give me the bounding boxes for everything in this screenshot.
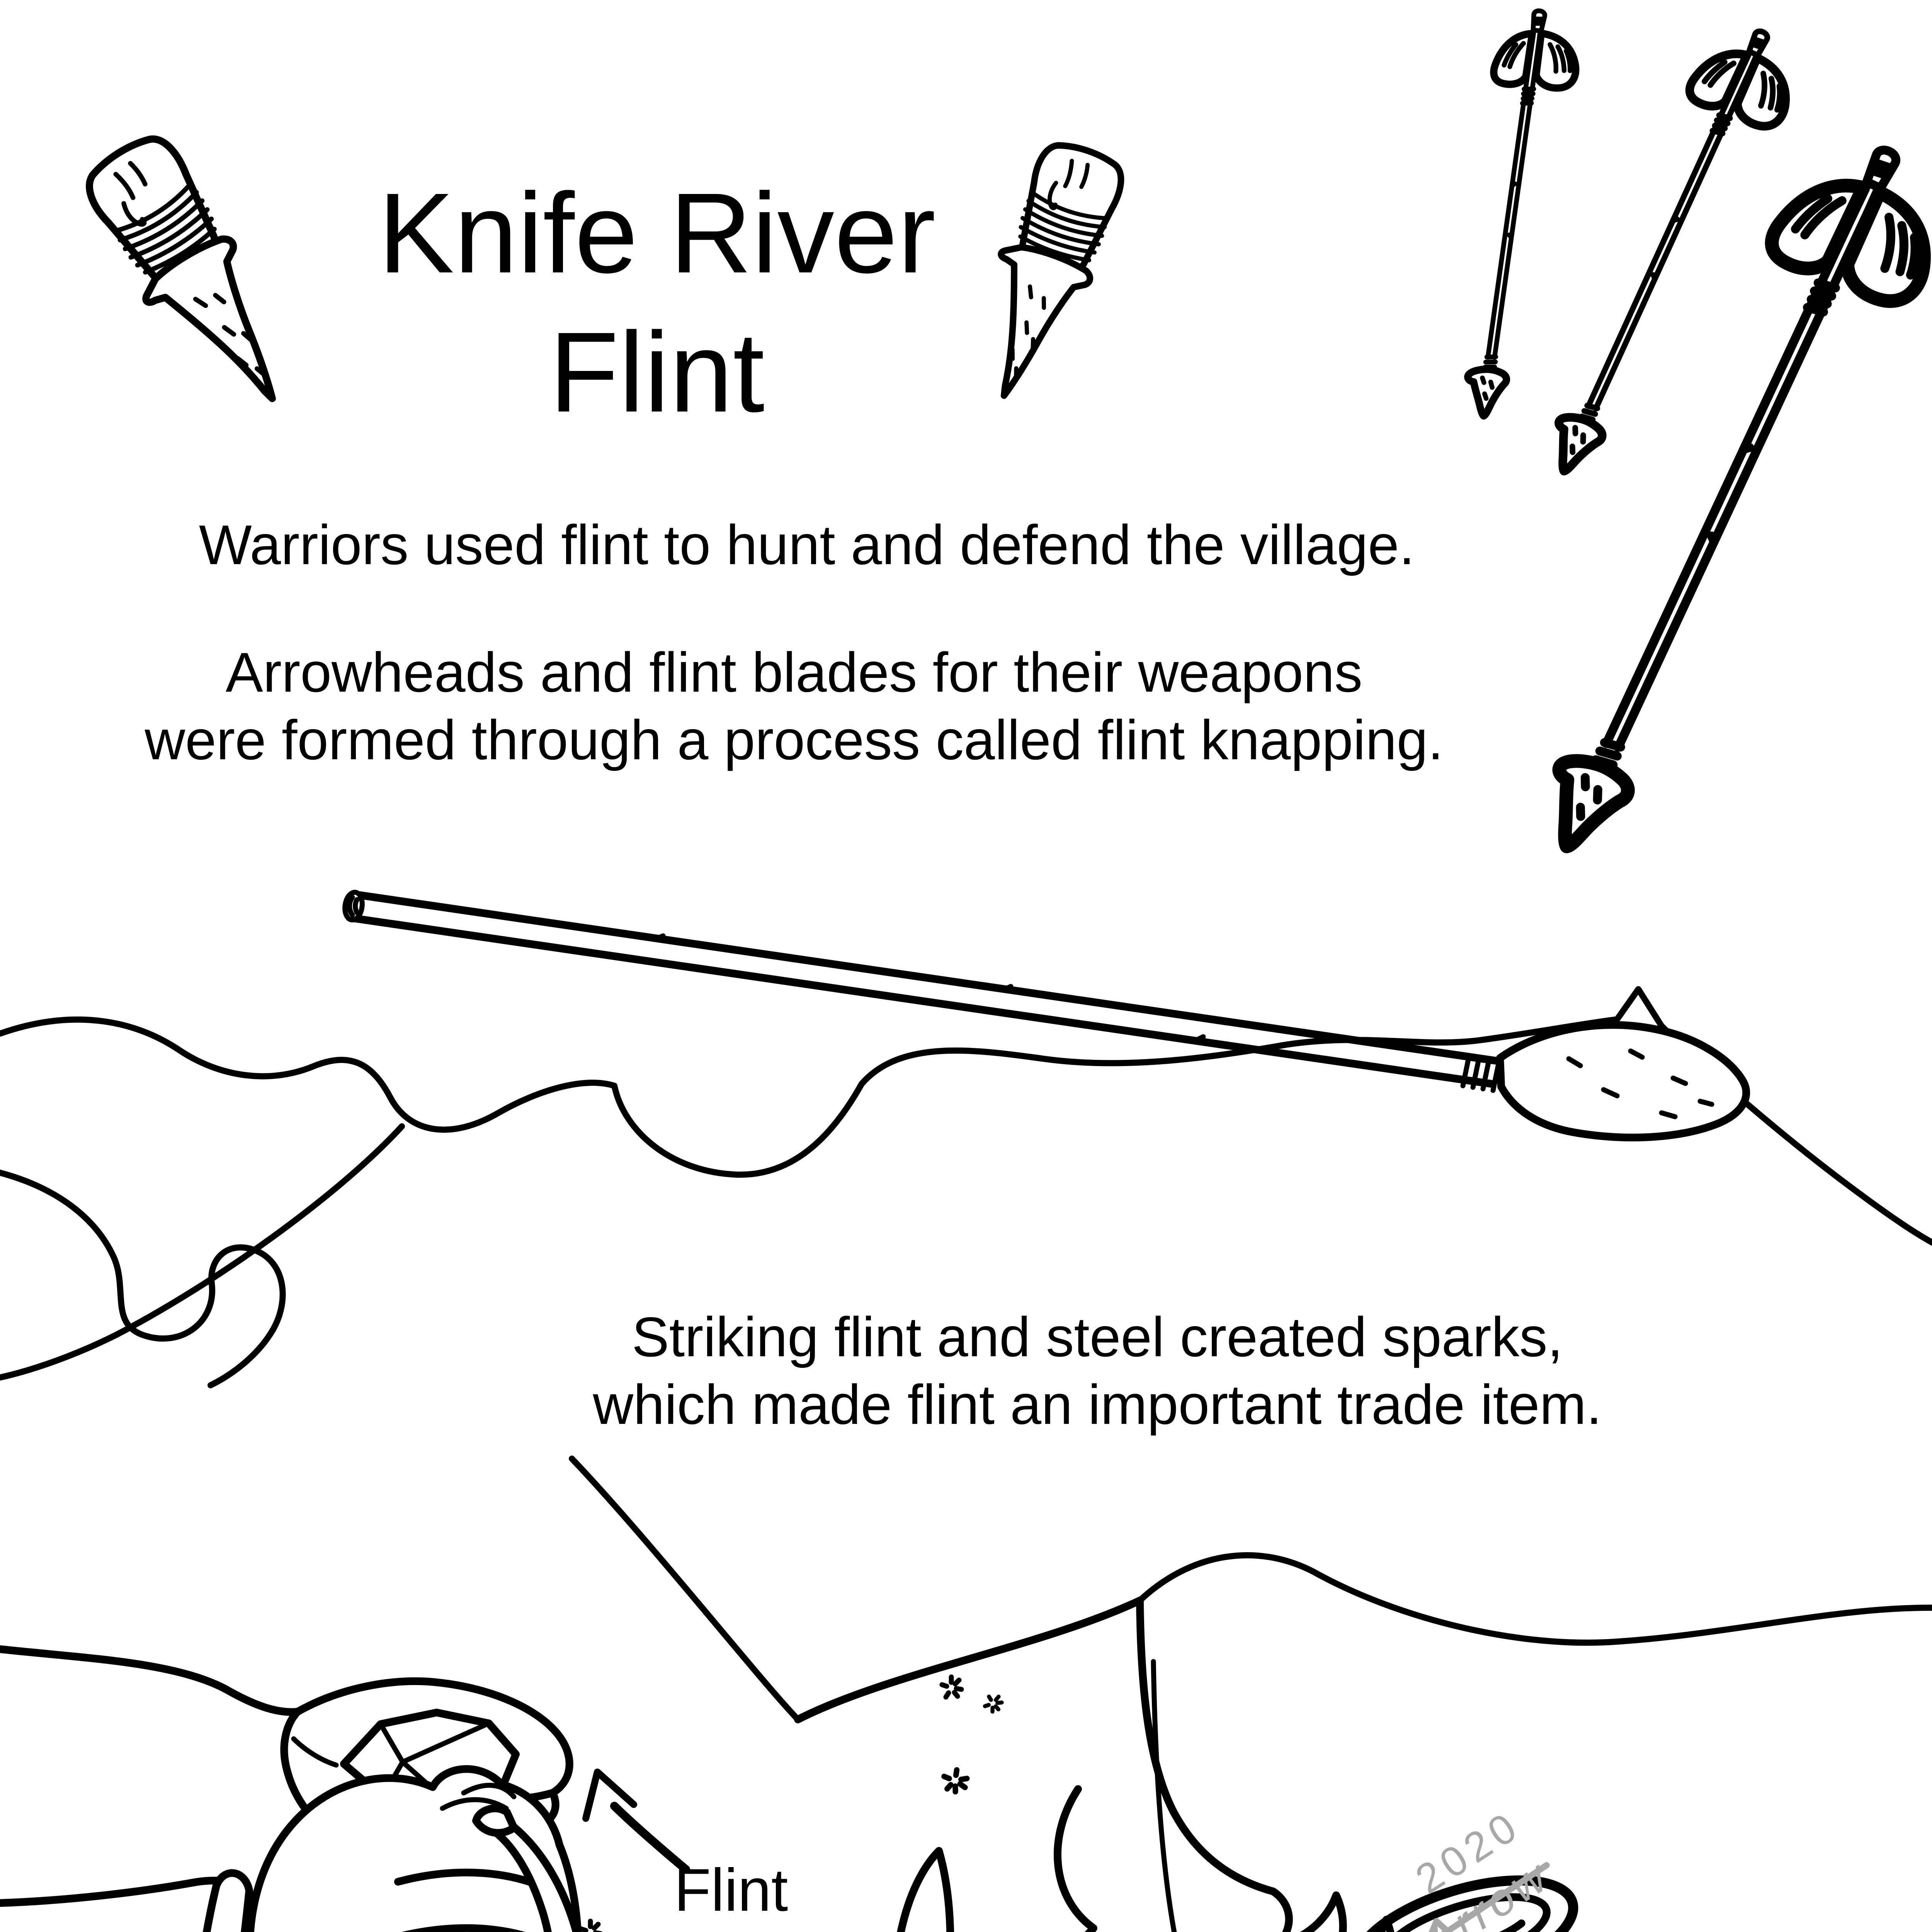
point-texture <box>1659 1110 1678 1119</box>
flame-outline-left <box>794 1597 1144 1723</box>
shaft-nick <box>654 933 666 941</box>
striker-end-cap <box>472 1804 518 1837</box>
spark <box>942 1677 961 1697</box>
spear-shaft-edge <box>346 914 1495 1088</box>
flint-spear <box>342 889 1750 1141</box>
hand-holding-striker <box>246 1765 582 1932</box>
spark <box>943 1769 969 1793</box>
lash-wrap <box>1480 1060 1491 1092</box>
flint-facet <box>400 1721 492 1765</box>
flint-knife-right <box>957 135 1129 410</box>
arrow-head <box>582 1769 637 1822</box>
upper-meander-line <box>0 986 1932 1246</box>
point-texture <box>1697 1099 1714 1107</box>
three-arrows <box>1446 6 1932 881</box>
paragraph-2-line-1: Arrowheads and flint blades for their we… <box>226 641 1362 704</box>
butt-grain <box>353 897 360 915</box>
flint-knife-left <box>72 127 313 428</box>
hill-line-left <box>569 1456 801 1723</box>
point-texture <box>1628 1048 1645 1060</box>
lash-wrap <box>1460 1057 1471 1088</box>
thumb-crease <box>440 1797 509 1811</box>
flint-label: Flint <box>674 1857 788 1924</box>
signature-fletch <box>1424 1918 1451 1932</box>
hill-line-right <box>1137 1552 1932 1646</box>
flame-inner-tongue <box>1054 1785 1097 1932</box>
clay-pot <box>1350 1875 1578 1932</box>
point-texture <box>1601 1087 1620 1099</box>
point-texture <box>1670 1075 1688 1086</box>
pot-rim-inner <box>1381 1893 1551 1932</box>
lash-wrap <box>1470 1058 1481 1090</box>
shaft-nick <box>1002 984 1014 992</box>
sleeve-flap <box>202 1869 253 1932</box>
finger-line <box>401 1924 526 1932</box>
flame-outline-right <box>1136 1597 1277 1895</box>
flame-inner-spike <box>1151 1659 1177 1932</box>
wrist-crease <box>291 1736 339 1768</box>
paragraph-2-line-2: were formed through a process called fli… <box>144 709 1443 771</box>
pot-opening-line <box>1411 1919 1526 1932</box>
paragraph-3-line-1: Striking flint and steel created sparks, <box>632 1306 1563 1368</box>
point-texture <box>1566 1056 1583 1068</box>
arm-top <box>0 1645 301 1716</box>
spear-point <box>1496 1021 1750 1141</box>
butt-grain <box>347 895 355 918</box>
spark <box>983 1692 1005 1714</box>
flame-tongue <box>897 1847 954 1932</box>
paragraph-1-line-1: Warriors used flint to hunt and defend t… <box>199 514 1415 576</box>
meander-branch-line <box>0 1123 405 1381</box>
pot-rim-outer <box>1350 1875 1578 1932</box>
steel-striker <box>482 1812 580 1932</box>
campfire-scene <box>0 1597 1578 1932</box>
thumb-nail <box>461 1782 517 1799</box>
arrow-1 <box>1446 6 1583 422</box>
page-text: Knife River Flint Warriors used flint to… <box>144 169 1602 1924</box>
meander-loop-line <box>0 1170 286 1388</box>
paragraph-3-line-2: which made flint an important trade item… <box>592 1373 1602 1436</box>
signature-arrow-shaft <box>1326 1862 1550 1932</box>
flint-label-arrow <box>582 1769 690 1874</box>
arrow-shaft <box>610 1802 690 1874</box>
arrow-3 <box>1502 122 1932 880</box>
spark <box>581 1921 600 1932</box>
shaft-nick <box>1195 1034 1206 1042</box>
river-landscape-lines <box>0 986 1932 1723</box>
spear-shaft-edge <box>352 891 1499 1065</box>
page-title-line1: Knife River <box>378 169 936 297</box>
page-title-line2: Flint <box>549 308 765 436</box>
